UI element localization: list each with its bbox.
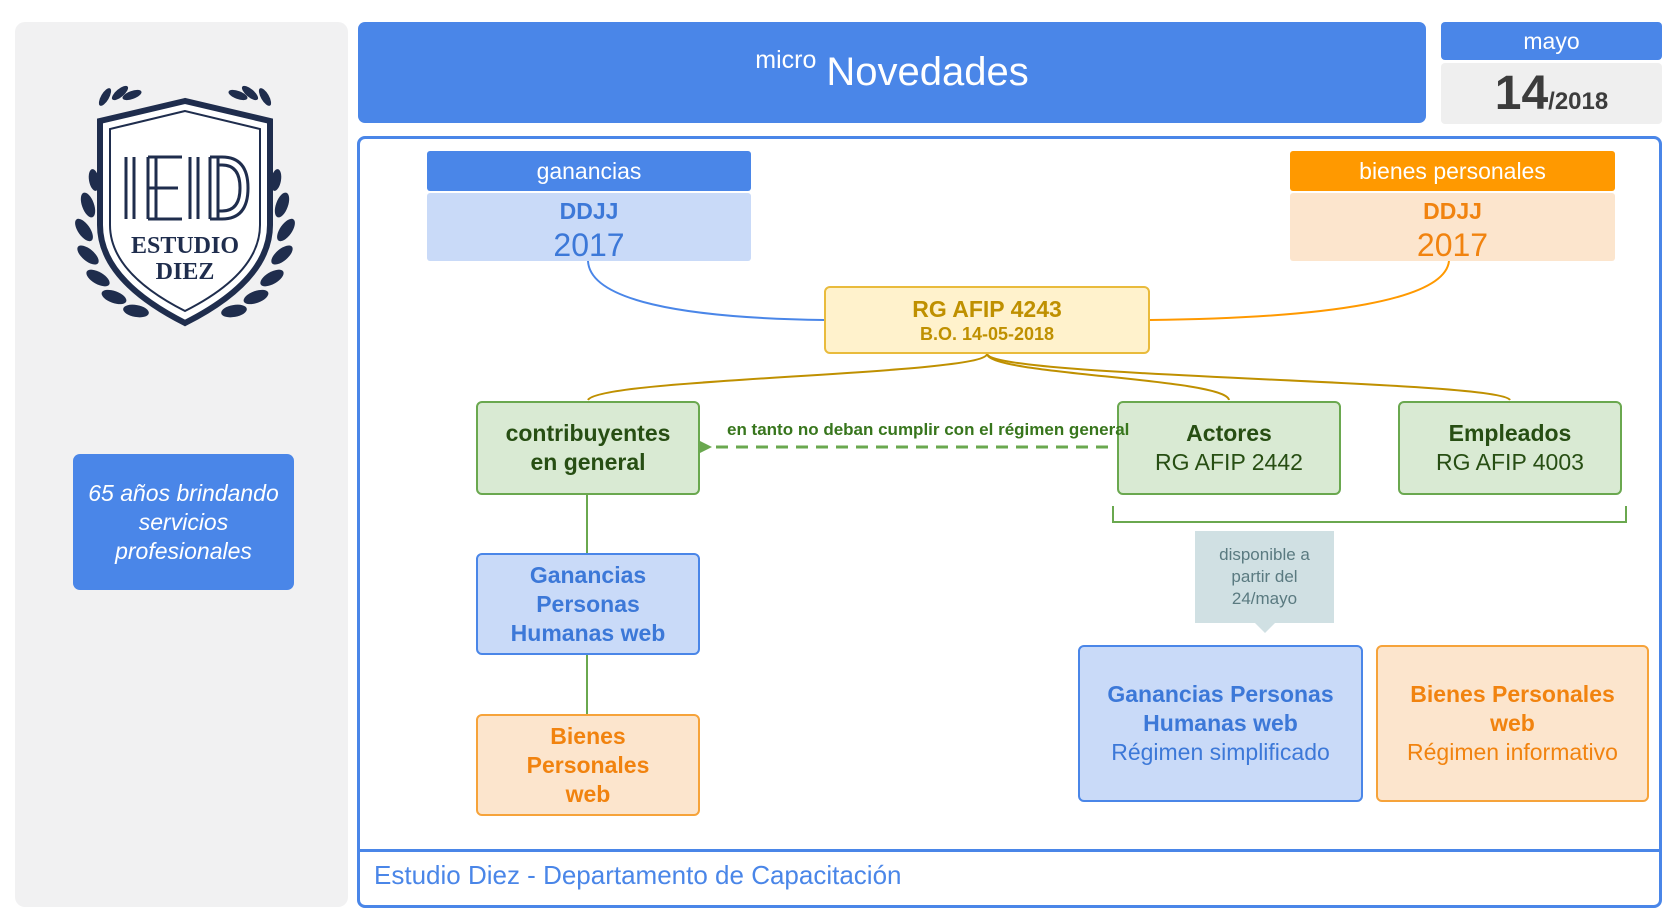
tagline-badge: 65 años brindando servicios profesionale… (73, 454, 294, 590)
header-prefix: micro (755, 46, 817, 74)
contribuyentes-line2: en general (530, 449, 646, 475)
contribuyentes-line1: contribuyentes (505, 420, 671, 446)
tab-bienes-body: DDJJ 2017 (1290, 193, 1615, 263)
ganancias-simplificado-line2: Humanas web (1143, 710, 1298, 736)
connector-center-actores (986, 353, 1230, 401)
actores-subtitle: RG AFIP 2442 (1155, 449, 1303, 475)
tab-ganancias-line1: DDJJ (559, 198, 619, 224)
tab-bienes-header: bienes personales (1290, 151, 1615, 191)
footer-divider (360, 849, 1659, 852)
date-day: 14/2018 (1441, 63, 1662, 124)
ganancias-web-box: Ganancias Personas Humanas web (476, 553, 700, 655)
rg-afip-4243-subtitle: B.O. 14-05-2018 (919, 324, 1055, 344)
empleados-subtitle: RG AFIP 4003 (1436, 449, 1584, 475)
bienes-web-line1: Bienes (550, 722, 626, 749)
ganancias-simplificado-line1: Ganancias Personas (1107, 681, 1334, 707)
tab-bienes-line1: DDJJ (1423, 198, 1482, 224)
group-bracket (1112, 506, 1627, 523)
actores-box: Actores RG AFIP 2442 (1117, 401, 1341, 495)
date-year: /2018 (1548, 88, 1609, 115)
svg-text:DIEZ: DIEZ (156, 259, 215, 285)
bienes-web-line3: web (565, 780, 611, 807)
contribuyentes-box: contribuyentes en general (476, 401, 700, 495)
bienes-informativo-line1: Bienes Personales (1410, 681, 1615, 707)
header-banner: micro Novedades (358, 22, 1426, 123)
estudio-diez-logo: ESTUDIO DIEZ (75, 85, 295, 327)
ganancias-web-line1: Ganancias (529, 561, 647, 588)
connector-center-empleados (986, 353, 1511, 401)
tab-ganancias-line2: 2017 (553, 227, 625, 263)
connector-bienes-center (1149, 260, 1450, 321)
ganancias-web-line2: Personas (536, 590, 640, 617)
dashed-arrow-label: en tanto no deban cumplir con el régimen… (727, 420, 1130, 439)
availability-note-line1: disponible a (1219, 545, 1310, 564)
bienes-informativo-line3: Régimen informativo (1407, 739, 1618, 765)
ganancias-simplificado-box: Ganancias Personas Humanas web Régimen s… (1078, 645, 1363, 802)
rg-afip-4243-box: RG AFIP 4243 B.O. 14-05-2018 (824, 286, 1150, 354)
availability-note-line3: 24/mayo (1231, 589, 1298, 608)
page-title: Novedades (826, 50, 1029, 94)
ganancias-simplificado-line3: Régimen simplificado (1111, 739, 1330, 765)
bienes-web-box: Bienes Personales web (476, 714, 700, 816)
empleados-box: Empleados RG AFIP 4003 (1398, 401, 1622, 495)
tab-bienes-line2: 2017 (1416, 227, 1489, 263)
actores-title: Actores (1186, 420, 1272, 446)
connector-center-contribuyentes (587, 353, 988, 401)
footer-text: Estudio Diez - Departamento de Capacitac… (374, 860, 902, 890)
tagline-text: 65 años brindando servicios profesionale… (88, 479, 279, 564)
date-month: mayo (1441, 22, 1662, 60)
tab-ganancias-body: DDJJ 2017 (427, 193, 751, 263)
availability-note-line2: partir del (1231, 567, 1298, 586)
content-frame (357, 136, 1662, 908)
availability-note-pointer (1255, 623, 1275, 633)
bienes-web-line2: Personales (526, 751, 650, 778)
bienes-informativo-box: Bienes Personales web Régimen informativ… (1376, 645, 1649, 802)
connector-ganancias-center (587, 260, 825, 321)
availability-note: disponible a partir del 24/mayo (1195, 531, 1334, 623)
ganancias-web-line3: Humanas web (510, 619, 666, 646)
empleados-title: Empleados (1448, 420, 1572, 446)
svg-text:ESTUDIO: ESTUDIO (131, 233, 239, 259)
bienes-informativo-line2: web (1490, 710, 1535, 736)
date-day-number: 14 (1494, 67, 1549, 120)
rg-afip-4243-title: RG AFIP 4243 (912, 296, 1062, 322)
tab-ganancias-header: ganancias (427, 151, 751, 191)
